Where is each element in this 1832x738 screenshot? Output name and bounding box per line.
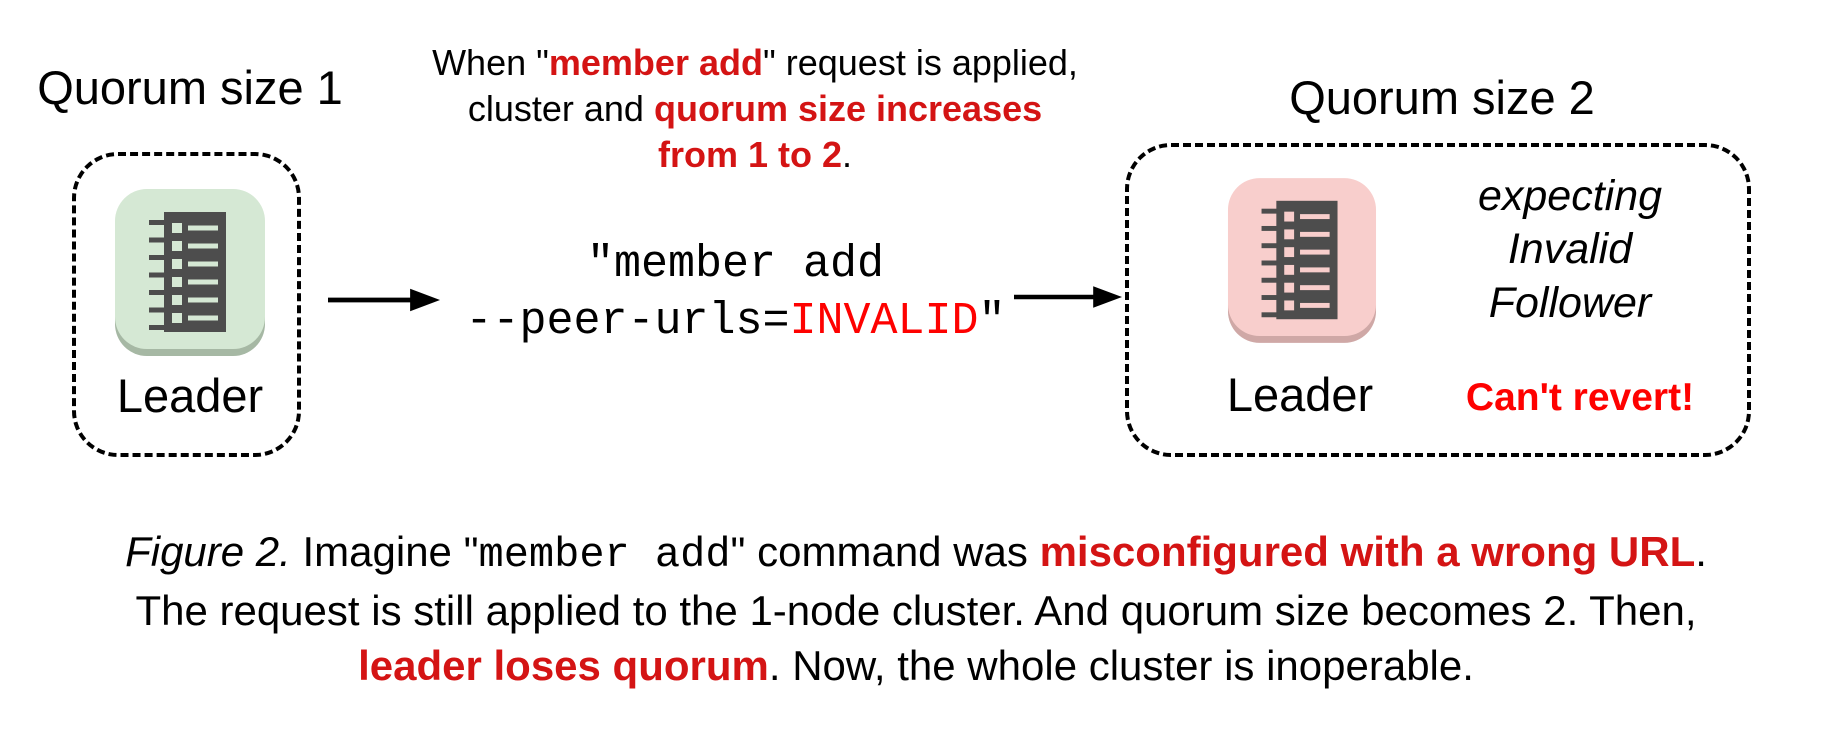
left-leader-label: Leader — [116, 369, 264, 422]
leader-node-icon — [115, 189, 265, 356]
left-cluster-box — [72, 152, 301, 457]
right-cluster-box — [1125, 143, 1751, 457]
note-line: Follower — [1488, 278, 1652, 327]
member-add-annotation: When "member add" request is applied,clu… — [432, 42, 1078, 176]
member-add-command: "member add--peer-urls=INVALID" — [465, 239, 1006, 348]
cant-revert-warning: Can't revert! — [1465, 376, 1695, 419]
figure-caption: Figure 2. Imagine "member add" command w… — [125, 528, 1707, 690]
note-line: Invalid — [1507, 225, 1633, 274]
arrow-right-icon — [328, 288, 440, 312]
note-line: expecting — [1477, 172, 1663, 220]
left-cluster-title: Quorum size 1 — [37, 61, 343, 114]
leader-node-icon — [1227, 178, 1377, 343]
expecting-invalid-follower-note: expecting Invalid Follower — [1415, 170, 1725, 330]
arrow-right-icon — [1014, 286, 1122, 308]
right-cluster-title: Quorum size 2 — [1289, 71, 1595, 124]
right-leader-label: Leader — [1226, 368, 1374, 421]
